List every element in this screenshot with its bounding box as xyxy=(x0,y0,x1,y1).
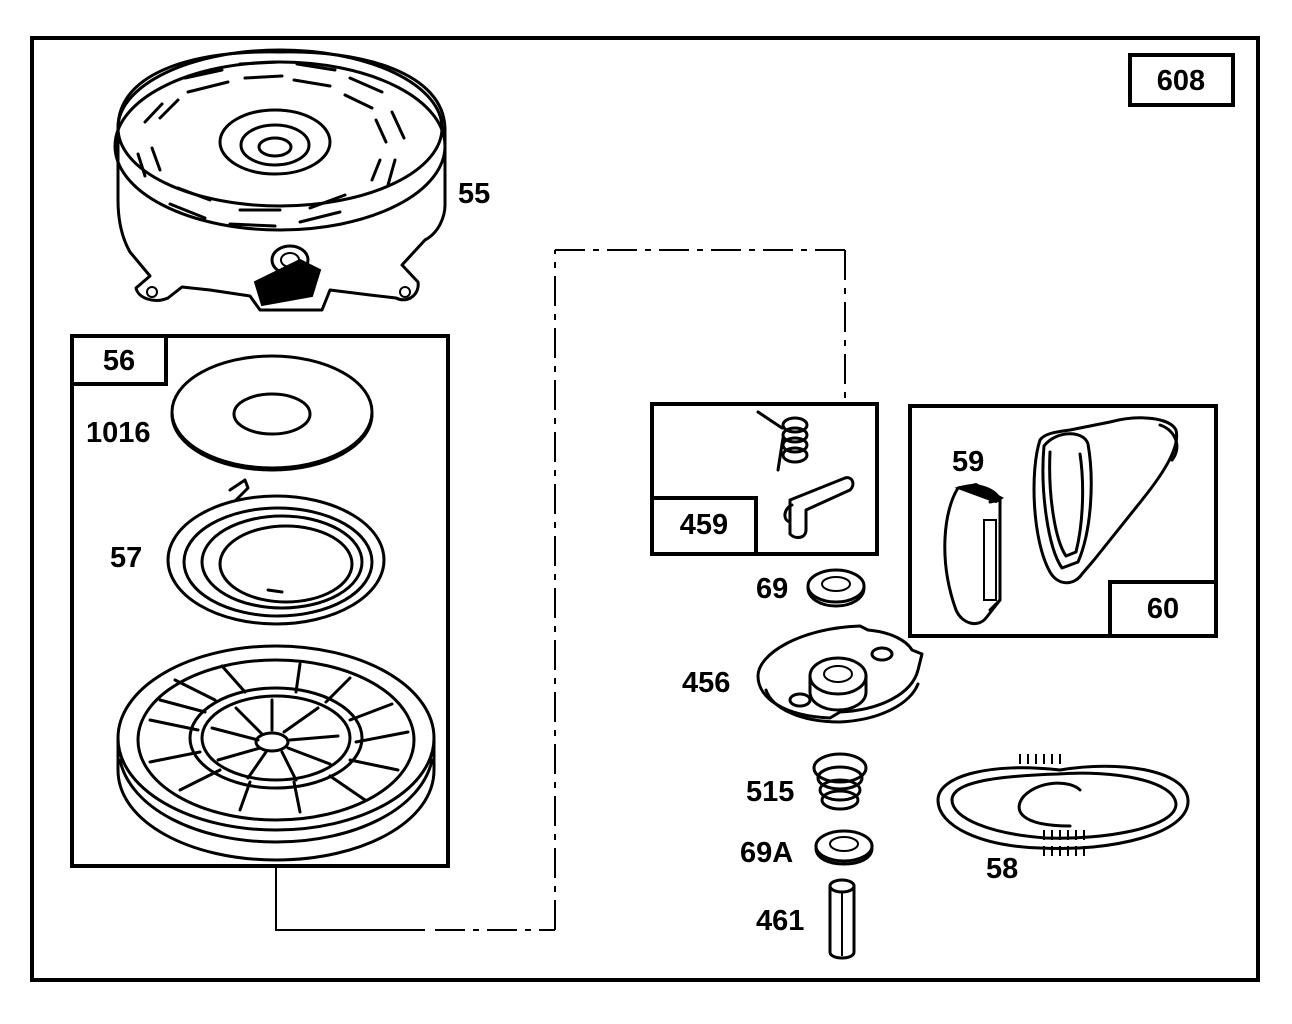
assembly-number: 608 xyxy=(1157,65,1205,97)
label-1016: 1016 xyxy=(86,417,151,449)
label-69: 69 xyxy=(756,573,788,605)
assembly-frame xyxy=(30,36,1260,982)
starter-dog-icon xyxy=(783,476,855,539)
kit-56-frame xyxy=(70,334,450,868)
kit-56-label: 56 xyxy=(103,345,135,377)
washer-disc-icon xyxy=(170,354,374,472)
connector-lines xyxy=(275,249,846,931)
kit-60-label: 60 xyxy=(1147,593,1179,625)
kit-60-frame xyxy=(908,404,1218,638)
label-59: 59 xyxy=(952,446,984,478)
label-461: 461 xyxy=(756,905,804,937)
kit-56-label-box: 56 xyxy=(70,334,168,386)
kit-459-label-box: 459 xyxy=(650,496,758,556)
handle-insert-icon xyxy=(943,482,1004,626)
retainer-icon xyxy=(756,624,924,724)
kit-60-label-box: 60 xyxy=(1108,580,1218,638)
rope-icon xyxy=(936,754,1190,856)
washer-69-icon xyxy=(806,568,866,608)
kit-459-label: 459 xyxy=(680,509,728,541)
assembly-number-box: 608 xyxy=(1128,53,1235,107)
washer-69a-icon xyxy=(814,829,874,866)
label-456: 456 xyxy=(682,667,730,699)
dog-spring-icon xyxy=(756,410,809,472)
handle-icon xyxy=(1032,416,1179,585)
label-58: 58 xyxy=(986,853,1018,885)
label-515: 515 xyxy=(746,776,794,808)
pulley-icon xyxy=(116,644,436,862)
rewind-spring-icon xyxy=(166,478,386,626)
kit-459-frame xyxy=(650,402,879,556)
spring-icon xyxy=(812,752,868,811)
pin-icon xyxy=(828,878,856,960)
label-57: 57 xyxy=(110,542,142,574)
label-55: 55 xyxy=(458,178,490,210)
blower-housing-icon xyxy=(113,48,447,312)
label-69a: 69A xyxy=(740,837,793,869)
